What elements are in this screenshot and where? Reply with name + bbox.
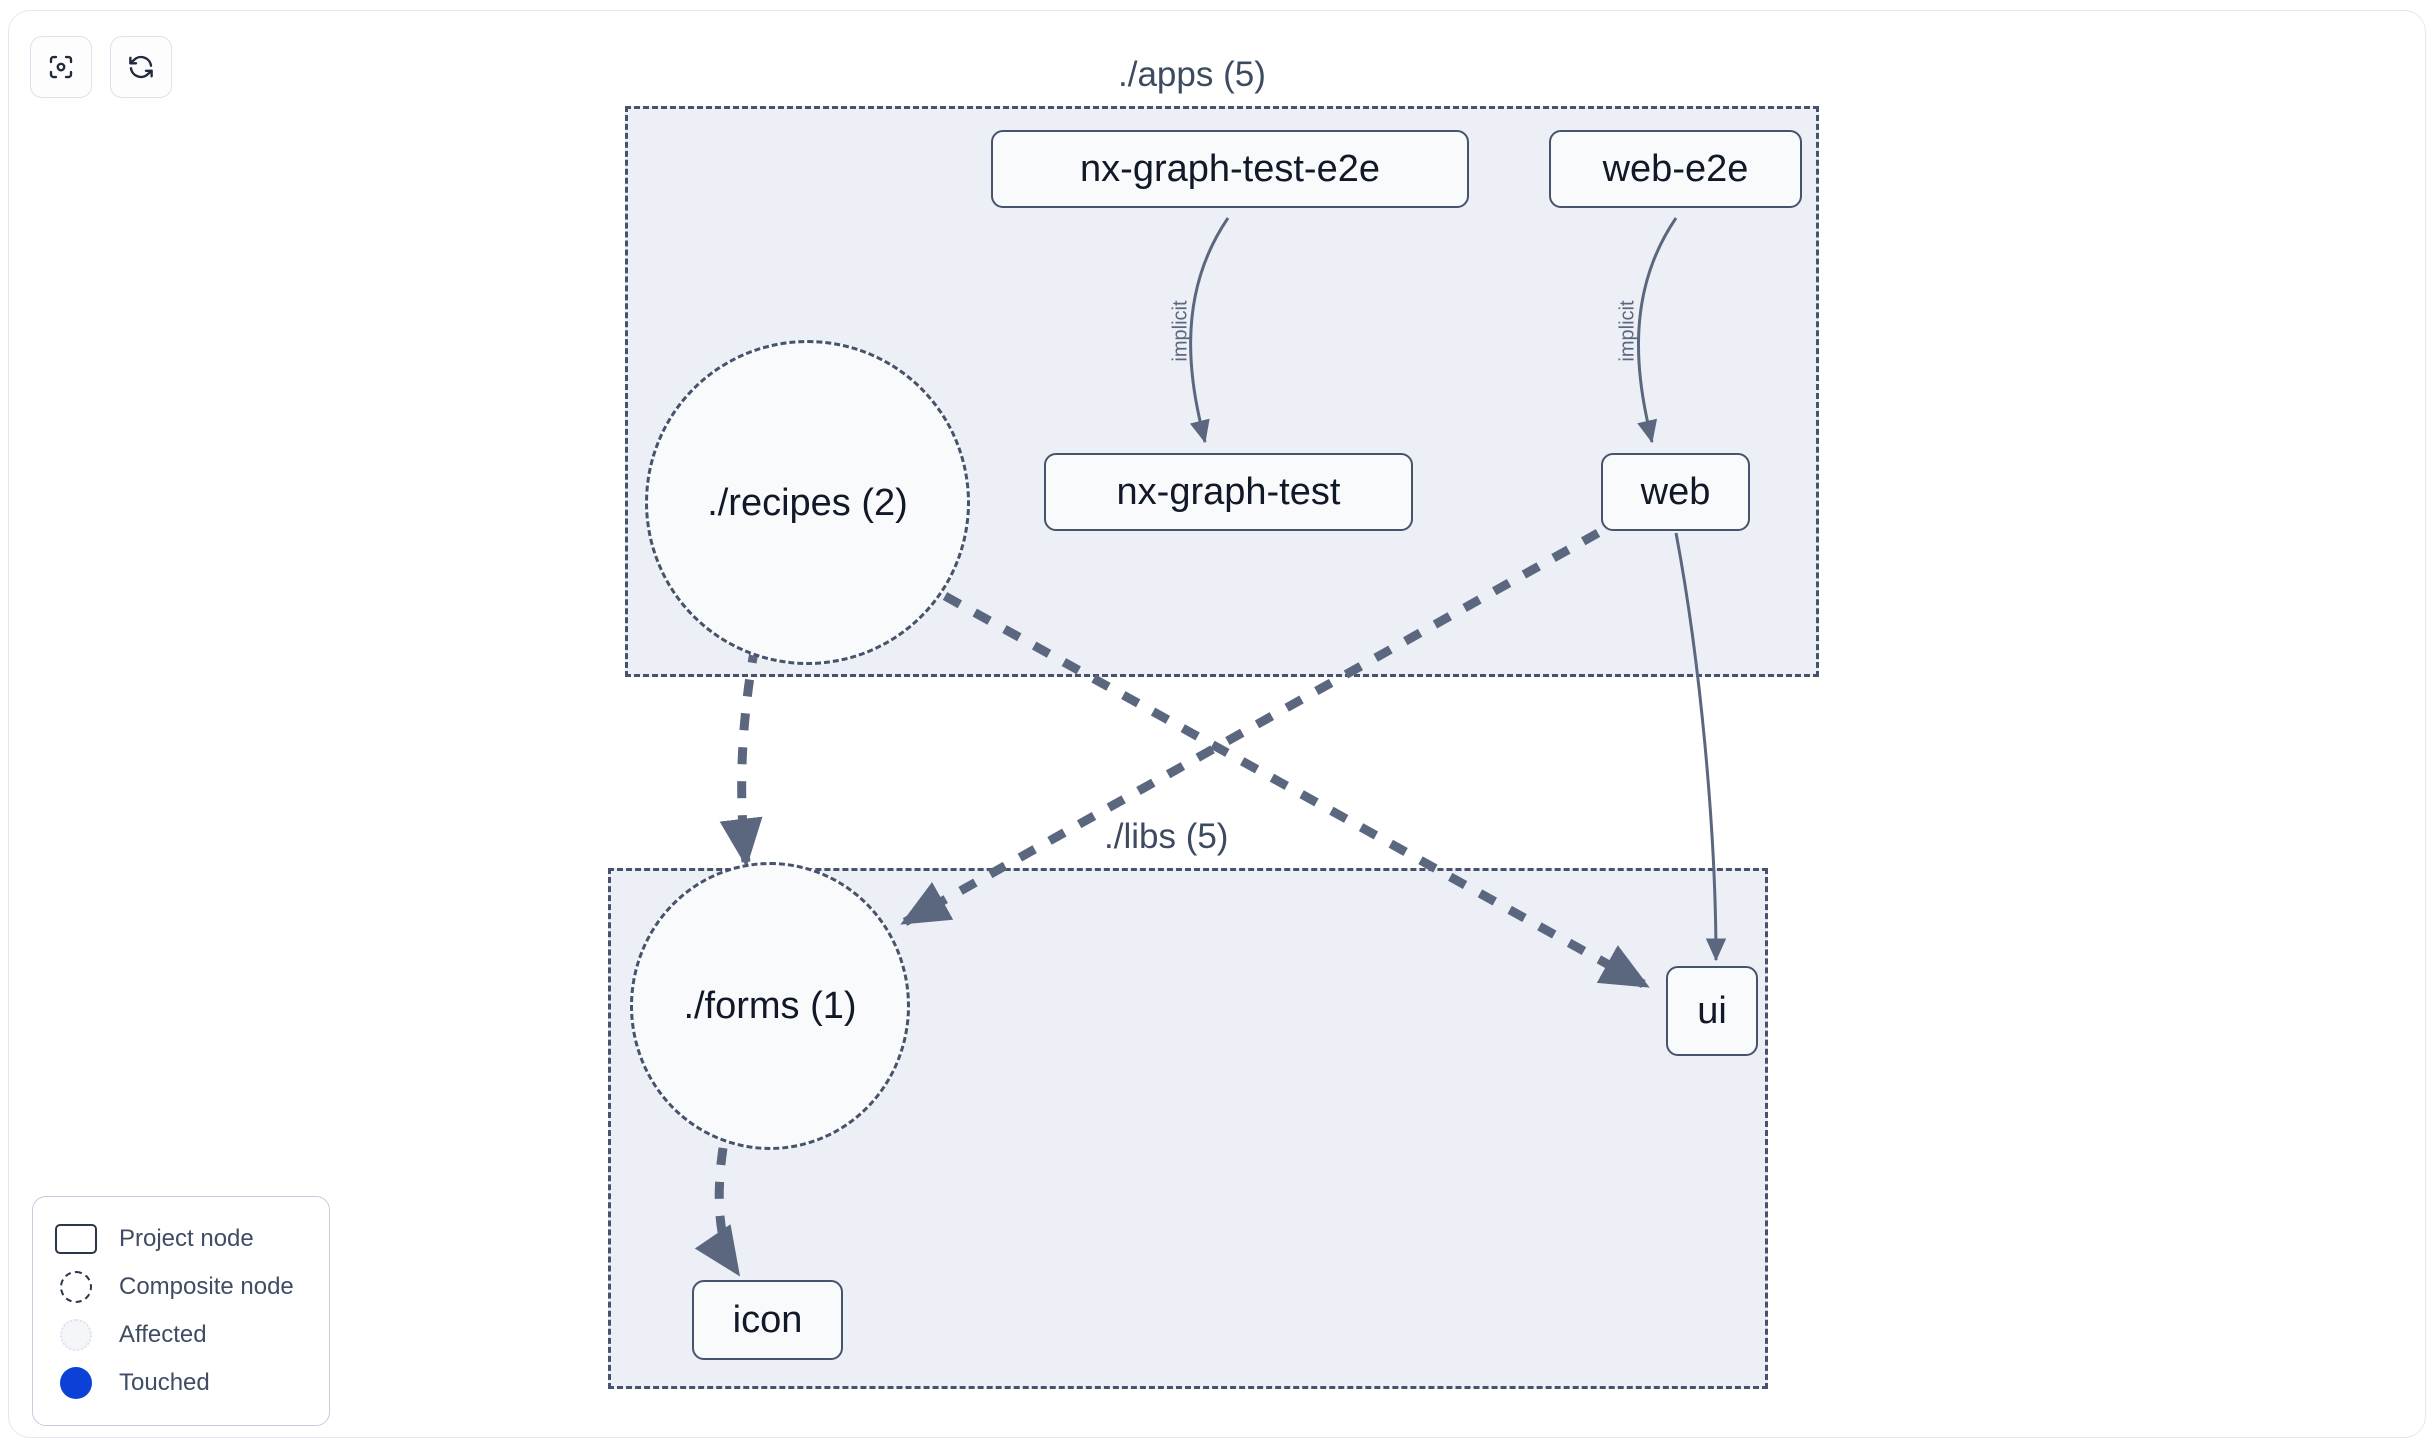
legend-item-project-node: Project node: [55, 1215, 307, 1263]
node-nx-graph-test-e2e[interactable]: nx-graph-test-e2e: [991, 130, 1469, 208]
node-label: icon: [732, 1299, 803, 1341]
node-ui[interactable]: ui: [1666, 966, 1758, 1056]
legend-label: Touched: [119, 1369, 210, 1396]
node-nx-graph-test[interactable]: nx-graph-test: [1044, 453, 1413, 531]
group-libs-label: ./libs (5): [1096, 818, 1237, 856]
affected-swatch-icon: [60, 1319, 92, 1351]
legend-label: Affected: [119, 1321, 207, 1348]
node-web[interactable]: web: [1601, 453, 1750, 531]
node-label: ./recipes (2): [707, 481, 908, 524]
touched-swatch-icon: [60, 1367, 92, 1399]
legend-label: Composite node: [119, 1273, 294, 1300]
legend-label: Project node: [119, 1225, 254, 1252]
focus-graph-button[interactable]: [30, 36, 92, 98]
project-node-swatch-icon: [55, 1224, 97, 1254]
edge-recipes-to-forms: [719, 645, 763, 868]
group-apps-label: ./apps (5): [1110, 56, 1274, 94]
node-label: web-e2e: [1602, 148, 1749, 190]
legend-item-affected: Affected: [55, 1311, 307, 1359]
node-label: ./forms (1): [683, 985, 857, 1027]
legend-item-composite-node: Composite node: [55, 1263, 307, 1311]
graph-toolbar: [30, 36, 172, 98]
node-label: web: [1640, 471, 1711, 513]
focus-target-icon: [46, 52, 76, 82]
node-label: ui: [1697, 990, 1727, 1032]
node-recipes[interactable]: ./recipes (2): [645, 340, 970, 665]
edge-label-implicit-web: implicit: [1616, 300, 1639, 362]
node-forms[interactable]: ./forms (1): [630, 862, 910, 1150]
edge-label-implicit-nx-graph-test: implicit: [1169, 300, 1192, 362]
composite-node-swatch-icon: [60, 1271, 92, 1303]
node-label: nx-graph-test: [1116, 471, 1341, 513]
node-web-e2e[interactable]: web-e2e: [1549, 130, 1802, 208]
node-label: nx-graph-test-e2e: [1080, 148, 1380, 190]
refresh-graph-button[interactable]: [110, 36, 172, 98]
legend-item-touched: Touched: [55, 1359, 307, 1407]
refresh-icon: [126, 52, 156, 82]
graph-legend: Project node Composite node Affected Tou…: [32, 1196, 330, 1426]
node-icon[interactable]: icon: [692, 1280, 843, 1360]
